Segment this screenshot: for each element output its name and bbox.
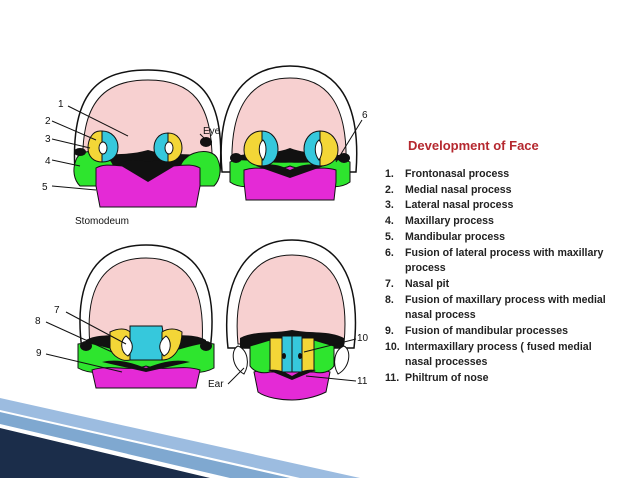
stage-3-mouth xyxy=(102,360,190,372)
label-11: 11 xyxy=(357,376,368,387)
legend-text: Maxillary process xyxy=(405,215,494,228)
legend-text: Medial nasal process xyxy=(405,183,512,196)
legend-item: 4. Maxillary process xyxy=(385,214,617,230)
stage-3-eye-right xyxy=(200,341,212,351)
legend-number: 8. xyxy=(385,293,394,306)
legend-number: 9. xyxy=(385,325,394,338)
stage-2-face: 6 xyxy=(220,65,368,201)
legend-number: 10. xyxy=(385,340,400,353)
legend-number: 2. xyxy=(385,183,394,196)
stage-3-frontonasal xyxy=(88,257,203,346)
stage-4-frontonasal xyxy=(236,254,346,345)
label-5: 5 xyxy=(42,182,48,193)
label-2: 2 xyxy=(45,116,51,127)
legend-item: 5. Mandibular process xyxy=(385,230,617,246)
stage-4-nostril-left xyxy=(282,353,286,359)
label-ear: Ear xyxy=(208,379,224,390)
stage-2-eye-right xyxy=(338,153,350,163)
legend-text: Mandibular process xyxy=(405,230,506,243)
decoration-stripe-mid xyxy=(0,412,290,478)
stage-4-face: 10 11 Ear xyxy=(208,239,369,401)
legend-text: Fusion of mandibular processes xyxy=(405,325,569,338)
label-8: 8 xyxy=(35,316,41,327)
stage-1-nasal-left xyxy=(87,130,119,163)
stage-2-nasal-left xyxy=(243,130,279,167)
legend-item: 10. Intermaxillary process ( fused medial… xyxy=(385,340,617,371)
label-9: 9 xyxy=(36,348,42,359)
stage-1-face: 1 2 3 4 5 Eye Stomodeum xyxy=(42,69,222,227)
stage-1-leader-lines xyxy=(51,105,207,191)
stage-4-lateral-left xyxy=(269,337,283,373)
label-1: 1 xyxy=(58,99,64,110)
stage-1-eye-right xyxy=(200,137,212,147)
legend-number: 7. xyxy=(385,277,394,290)
stage-1-eye-left xyxy=(74,148,86,156)
legend-item: 3. Lateral nasal process xyxy=(385,198,617,214)
legend-text: Lateral nasal process xyxy=(405,199,514,212)
label-3: 3 xyxy=(45,134,51,145)
stage-4-nostril-right xyxy=(298,353,302,359)
legend-text: Intermaxillary process ( fused medial na… xyxy=(405,340,592,369)
legend-item: 1. Frontonasal process xyxy=(385,167,617,183)
diagram-title: Development of Face xyxy=(408,138,539,153)
legend-text: Fusion of maxillary process with medial … xyxy=(405,293,606,322)
legend-number: 5. xyxy=(385,230,394,243)
legend-item: 7. Nasal pit xyxy=(385,277,617,293)
stage-3-eye-left xyxy=(80,341,92,351)
stage-3-nasal-complex xyxy=(109,325,183,361)
legend-number: 1. xyxy=(385,168,394,180)
legend-item: 9. Fusion of mandibular processes xyxy=(385,324,617,340)
stage-4-mouth xyxy=(268,369,316,380)
legend-item: 6. Fusion of lateral process with maxilla… xyxy=(385,246,617,277)
label-eye: Eye xyxy=(203,126,221,137)
stage-3-face: 7 8 9 xyxy=(35,244,215,389)
legend-list: 1. Frontonasal process 2. Medial nasal pro… xyxy=(385,167,617,387)
label-stomodeum: Stomodeum xyxy=(75,216,129,227)
label-10: 10 xyxy=(357,333,369,344)
stage-4-ear-right xyxy=(334,345,350,375)
stage-1-stomodeum xyxy=(118,160,178,182)
label-4: 4 xyxy=(45,156,51,167)
stage-2-nasal-right xyxy=(303,130,339,167)
stage-3-leader-lines xyxy=(45,311,127,373)
stage-4-lateral-right xyxy=(301,337,315,373)
legend-text: Philtrum of nose xyxy=(405,372,489,385)
stage-2-eye-left xyxy=(230,153,242,163)
legend-text: Frontonasal process xyxy=(405,168,510,180)
legend-number: 6. xyxy=(385,246,394,259)
legend-item: 8. Fusion of maxillary process with media… xyxy=(385,293,617,324)
stage-1-nasal-right xyxy=(153,132,183,163)
stage-4-leader-lines xyxy=(227,338,357,385)
legend-text: Nasal pit xyxy=(405,277,450,290)
stage-2-mouth xyxy=(256,164,324,178)
legend-number: 4. xyxy=(385,215,394,228)
legend-number: 3. xyxy=(385,199,394,212)
stage-2-mandibular xyxy=(243,165,337,201)
slide-decoration xyxy=(0,398,360,478)
legend-item: 2. Medial nasal process xyxy=(385,183,617,199)
stage-4-ear-left xyxy=(232,345,248,375)
label-6: 6 xyxy=(362,110,368,121)
stage-2-leader-6 xyxy=(335,119,363,163)
legend-text: Fusion of lateral process with maxillary… xyxy=(405,246,604,275)
decoration-stripe-light xyxy=(0,398,360,478)
decoration-stripe-dark xyxy=(0,428,210,478)
legend-item: 11. Philtrum of nose xyxy=(385,371,617,387)
label-7: 7 xyxy=(54,305,60,316)
legend-number: 11. xyxy=(385,372,400,385)
